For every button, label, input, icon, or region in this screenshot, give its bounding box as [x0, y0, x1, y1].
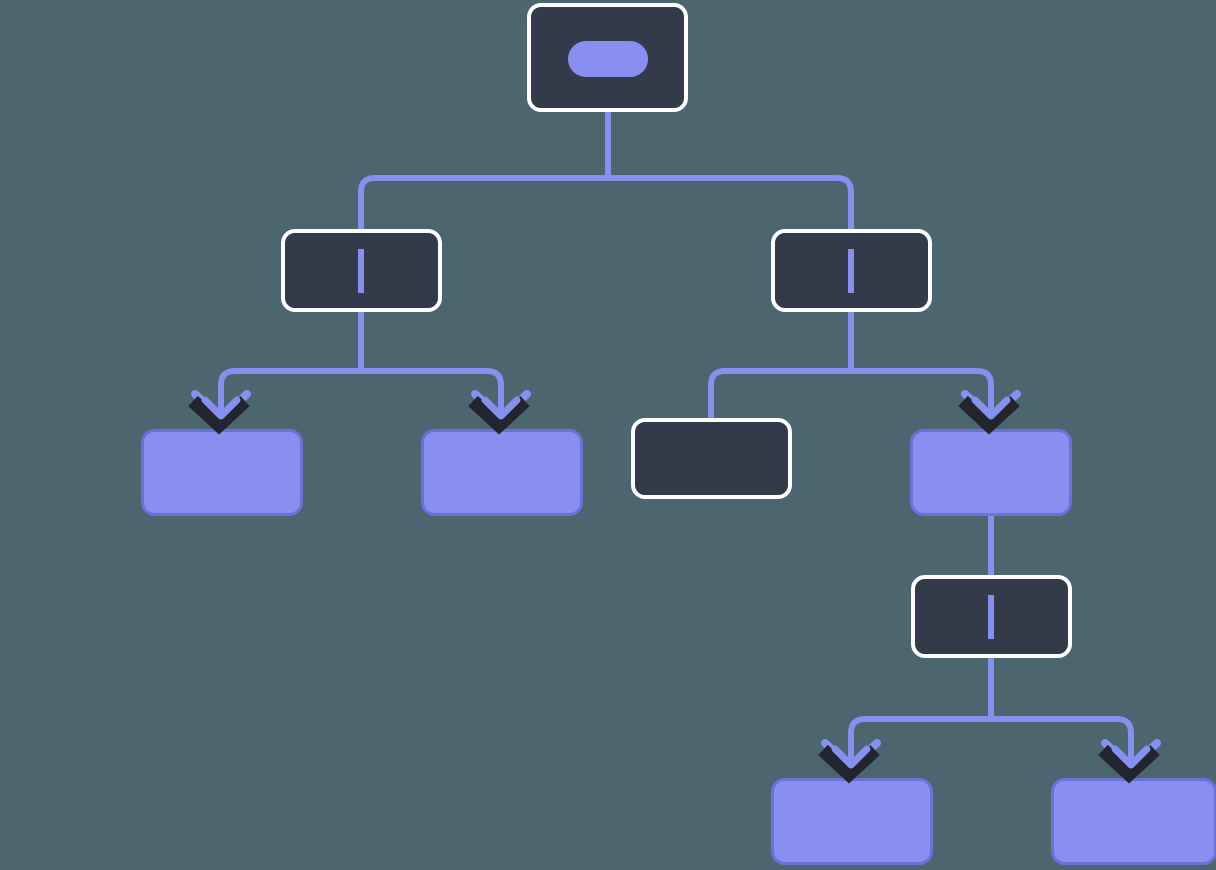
arrow-marker-leaf-1	[188, 390, 251, 435]
chevron-dark-leaf-4	[1098, 744, 1160, 784]
connector-edge-branch-right-to-dark-leaf	[708, 368, 851, 420]
connector-edge-branch-left-to-leaf-2	[361, 368, 504, 432]
node-leaf-2[interactable]	[421, 429, 583, 516]
node-body-dark-leaf[interactable]	[631, 418, 792, 499]
node-mid-purple[interactable]	[910, 429, 1072, 516]
chevron-tip-leaf-4	[1111, 745, 1151, 769]
chevron-tip-leaf-2	[481, 396, 521, 420]
node-leaf-4[interactable]	[1051, 778, 1216, 865]
connector-edge-root-to-branch-right	[608, 175, 854, 249]
node-body-leaf-2[interactable]	[421, 429, 583, 516]
connector-edge-branch-right-to-mid-purple	[851, 368, 994, 432]
arrow-marker-leaf-3	[818, 739, 881, 784]
connector-edge-sub-dark-to-leaf-3	[848, 716, 991, 781]
node-body-mid-purple[interactable]	[910, 429, 1072, 516]
node-sub-dark[interactable]	[911, 575, 1072, 658]
arrow-marker-leaf-2	[468, 390, 531, 435]
chevron-dark-leaf-3	[818, 744, 880, 784]
connector-edge-root-to-branch-left	[358, 175, 608, 249]
arrows-layer	[188, 390, 1161, 784]
node-body-leaf-1[interactable]	[141, 429, 303, 516]
chevron-tip-leaf-1	[201, 396, 241, 420]
chevron-tip-leaf-3	[831, 745, 871, 769]
node-dark-leaf[interactable]	[631, 418, 792, 499]
chevron-dark-leaf-2	[468, 395, 530, 435]
nodes-layer	[141, 3, 1216, 865]
node-leaf-1[interactable]	[141, 429, 303, 516]
chevron-tip-mid-purple	[971, 396, 1011, 420]
node-pill-glyph-root	[568, 41, 648, 77]
connector-edge-sub-dark-to-leaf-4	[991, 716, 1134, 781]
node-leaf-3[interactable]	[771, 778, 933, 865]
connector-edge-branch-left-to-leaf-1	[218, 368, 361, 432]
node-branch-right[interactable]	[771, 229, 932, 312]
chevron-dark-mid-purple	[958, 395, 1020, 435]
node-root[interactable]	[527, 3, 688, 112]
node-body-leaf-4[interactable]	[1051, 778, 1216, 865]
node-branch-left[interactable]	[281, 229, 442, 312]
arrow-marker-mid-purple	[958, 390, 1021, 435]
arrow-marker-leaf-4	[1098, 739, 1161, 784]
chevron-dark-leaf-1	[188, 395, 250, 435]
node-body-leaf-3[interactable]	[771, 778, 933, 865]
